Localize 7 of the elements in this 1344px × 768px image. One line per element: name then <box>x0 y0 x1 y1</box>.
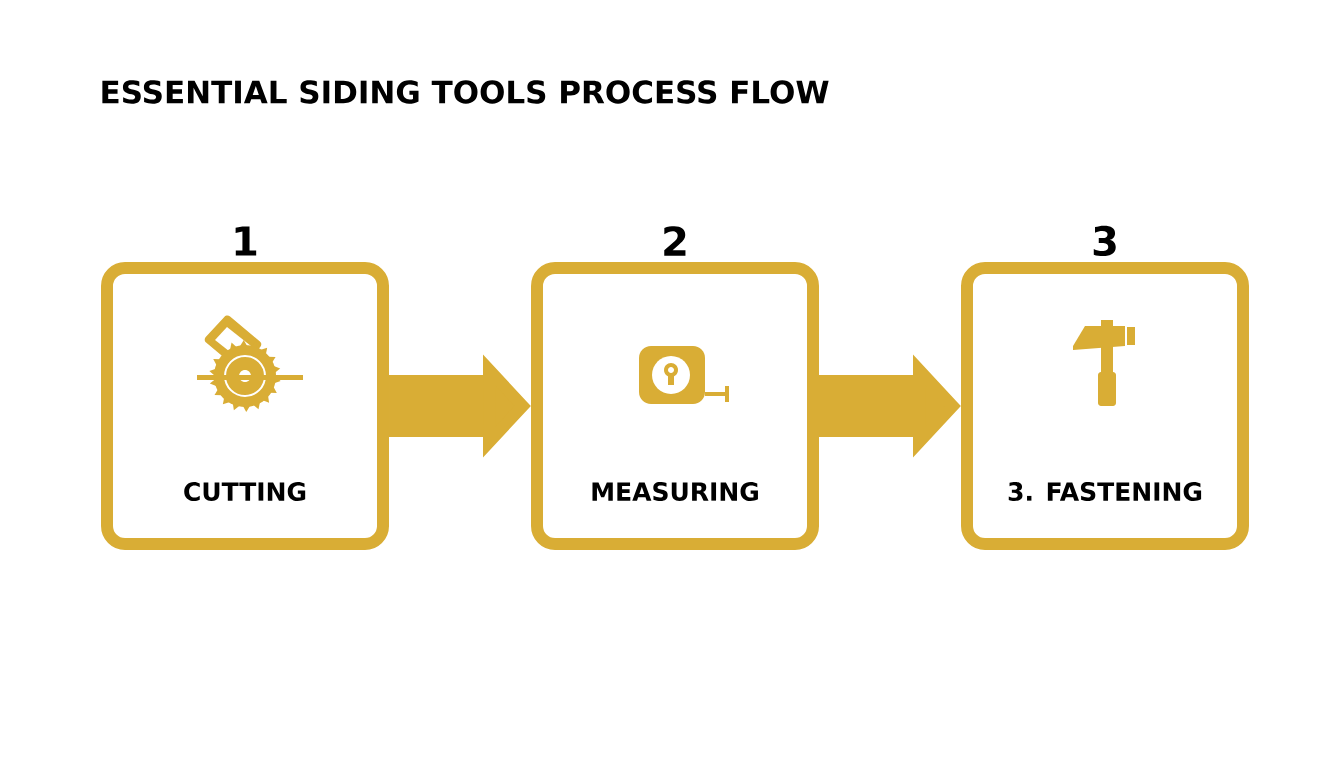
process-box: CUTTING <box>101 262 389 550</box>
process-box: 3. FASTENING <box>961 262 1249 550</box>
step-number: 1 <box>235 226 257 256</box>
title: ESSENTIAL SIDING TOOLS PROCESS FLOW <box>102 80 829 104</box>
process-box: MEASURING <box>531 262 819 550</box>
step-number: 2 <box>664 226 686 256</box>
step-number: 3 <box>1093 225 1116 257</box>
